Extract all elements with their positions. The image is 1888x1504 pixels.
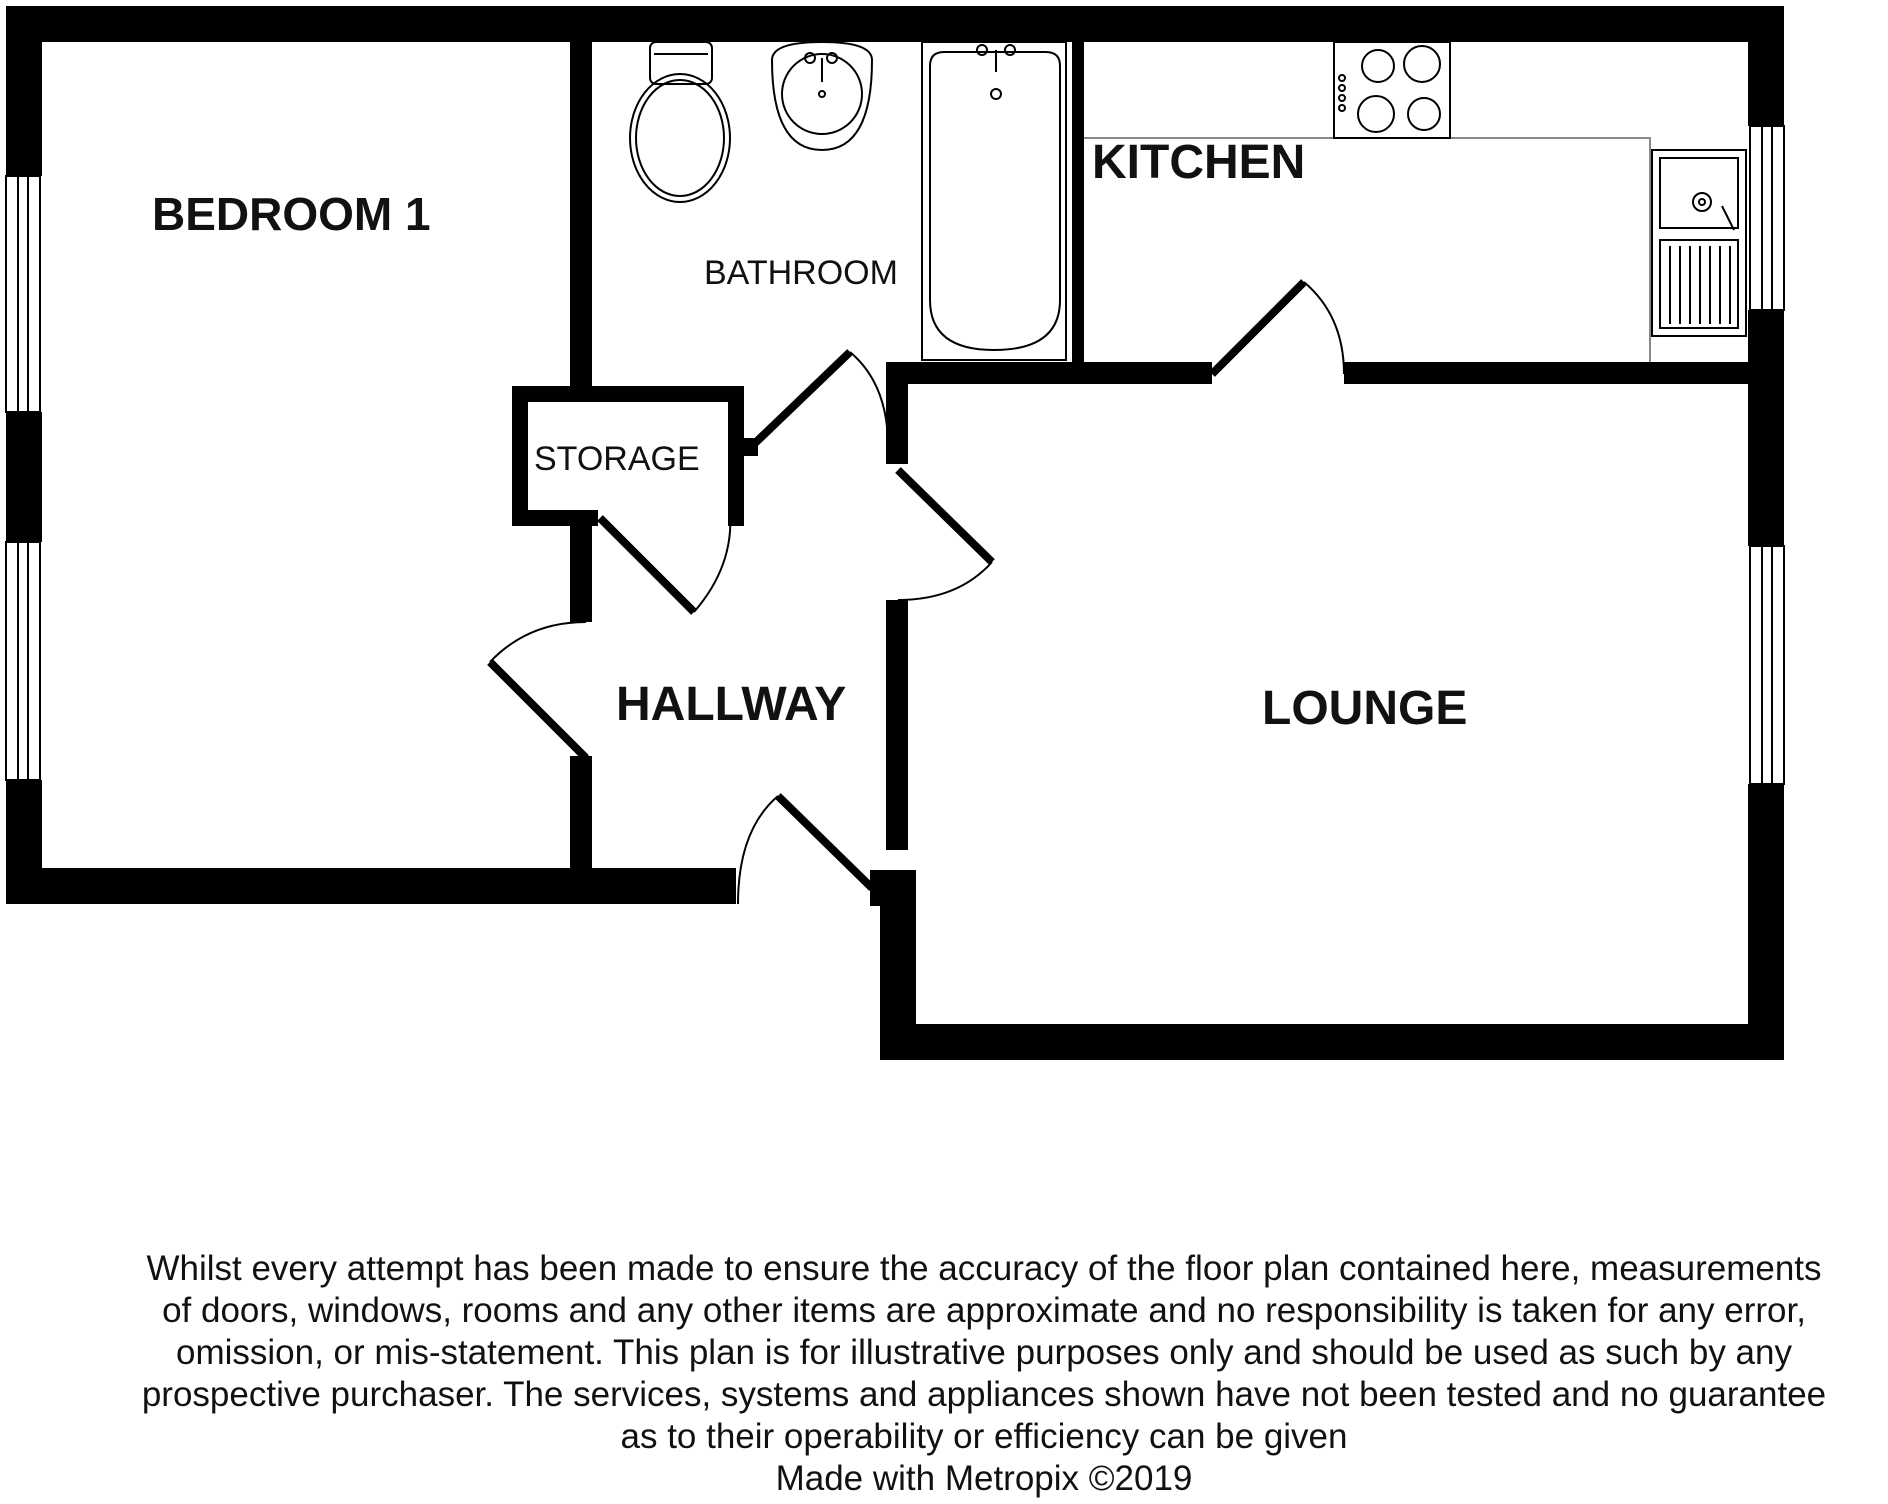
walls — [6, 6, 1784, 1060]
disclaimer: Whilst every attempt has been made to en… — [80, 1248, 1888, 1500]
disclaimer-line: as to their operability or efficiency ca… — [620, 1417, 1348, 1456]
credit-line: Made with Metropix ©2019 — [775, 1459, 1193, 1498]
hallway-label: HALLWAY — [616, 678, 846, 731]
disclaimer-line: prospective purchaser. The services, sys… — [141, 1375, 1827, 1414]
kitchen-fixtures — [1084, 41, 1747, 362]
window-kitchen — [1749, 125, 1785, 311]
hob-icon — [1333, 41, 1451, 139]
sink-icon — [1651, 149, 1747, 337]
doors — [487, 279, 1345, 905]
disclaimer-line: Whilst every attempt has been made to en… — [146, 1249, 1822, 1288]
windows — [5, 125, 1785, 785]
bathroom-label: BATHROOM — [704, 254, 898, 292]
lounge-label: LOUNGE — [1262, 682, 1467, 735]
kitchen-worktop — [1084, 137, 1651, 362]
room-labels: BEDROOM 1 BATHROOM KITCHEN STORAGE HALLW… — [152, 136, 1467, 735]
bedroom-label: BEDROOM 1 — [152, 188, 431, 240]
kitchen-label: KITCHEN — [1092, 136, 1305, 189]
storage-label: STORAGE — [534, 440, 700, 478]
basin-icon — [770, 40, 874, 152]
window-lounge — [1749, 545, 1785, 785]
bathroom-fixtures — [629, 40, 1067, 361]
disclaimer-line: of doors, windows, rooms and any other i… — [162, 1291, 1806, 1330]
bath-icon — [921, 41, 1067, 361]
disclaimer-line: omission, or mis-statement. This plan is… — [176, 1333, 1792, 1372]
window-bedroom-upper — [5, 175, 41, 413]
toilet-icon — [629, 41, 731, 203]
window-bedroom-lower — [5, 541, 41, 781]
